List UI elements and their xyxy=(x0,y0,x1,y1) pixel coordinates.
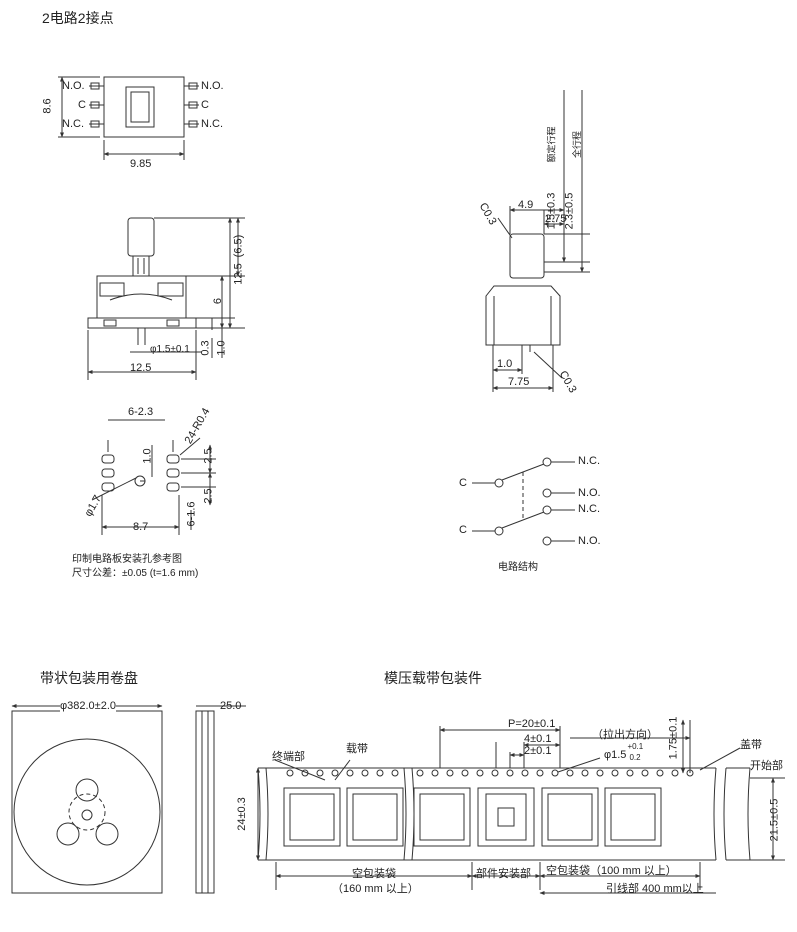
top-pin-label-no-left: N.O. xyxy=(62,80,85,92)
dim-side-10: 1.0 xyxy=(215,340,228,356)
dim-pcb-10: 1.0 xyxy=(141,448,154,464)
dim-side-6: 6 xyxy=(212,297,225,305)
tape-d24: 24±0.3 xyxy=(235,797,248,831)
pcb-tolerance: 尺寸公差：±0.05 (t=1.6 mm) xyxy=(72,568,199,579)
dim-pcb-623: 6-2.3 xyxy=(128,406,154,418)
tape-start-label: 开始部 xyxy=(750,760,783,772)
tape-title: 模压载带包装件 xyxy=(384,670,482,686)
top-pin-label-nc-right: N.C. xyxy=(201,118,223,130)
circuit-diagram xyxy=(472,457,575,546)
tape-hole-tol-down: 0.2 xyxy=(629,753,641,762)
page-title: 2电路2接点 xyxy=(42,10,114,26)
dim-pcb-616: 6-1.6 xyxy=(185,501,198,527)
tape-hole: φ1.5+0.1 0.2 xyxy=(604,742,643,762)
tape-empty-left-length: （160 mm 以上） xyxy=(332,883,419,895)
dim-side-width: 12.5 xyxy=(130,362,152,374)
pcb-hole-drawing xyxy=(91,419,216,535)
dim-right-15: 1.5±0.3 xyxy=(545,192,558,230)
tape-lead: 引线部 400 mm以上 xyxy=(606,883,704,895)
circuit-no-1: N.O. xyxy=(578,487,601,499)
tape-hole-tol-up: +0.1 xyxy=(627,742,644,751)
right-view-drawing xyxy=(485,90,590,392)
dim-side-hole: φ1.5±0.1 xyxy=(150,344,190,355)
tape-carrier-label: 载带 xyxy=(346,743,368,755)
circuit-no-2: N.O. xyxy=(578,535,601,547)
top-pin-label-c-left: C xyxy=(78,99,86,111)
dim-pcb-87: 8.7 xyxy=(133,521,149,533)
tape-pockets xyxy=(283,787,662,847)
tape-mount: 部件安装部 xyxy=(476,868,531,880)
label-rated-stroke: 额定行程 xyxy=(546,126,557,163)
sprocket-holes xyxy=(286,769,694,777)
tape-empty-right: 空包装袋（100 mm 以上） xyxy=(546,865,677,877)
top-view-drawing xyxy=(58,76,199,160)
circuit-caption: 电路结构 xyxy=(498,562,538,573)
reel-diameter: φ382.0±2.0 xyxy=(60,700,116,712)
dim-side-03: 0.3 xyxy=(199,340,212,356)
tape-empty-left: 空包装袋 xyxy=(352,868,396,880)
dim-right-275: 2.75 xyxy=(545,213,567,225)
dim-right-23: 2.3±0.5 xyxy=(563,192,576,230)
reel-width: 25.0 xyxy=(220,700,242,712)
tape-d215: 21.5±0.5 xyxy=(768,798,781,842)
tape-hole-dia: φ1.5 xyxy=(604,749,627,761)
tape-cover-label: 盖带 xyxy=(740,739,762,751)
label-full-stroke: 全行程 xyxy=(572,130,583,159)
pcb-caption: 印制电路板安装孔参考图 xyxy=(72,554,182,565)
dim-right-1: 1.0 xyxy=(497,358,513,370)
dim-right-775: 7.75 xyxy=(508,376,530,388)
reel-title: 带状包装用卷盘 xyxy=(40,670,138,686)
dim-pcb-25b: 2.5 xyxy=(202,488,215,504)
circuit-nc-2: N.C. xyxy=(578,503,600,515)
dim-top-width: 9.85 xyxy=(130,158,152,170)
tape-d4: 4±0.1 xyxy=(524,733,552,745)
top-pin-label-c-right: C xyxy=(201,99,209,111)
dim-pcb-25a: 2.5 xyxy=(202,448,215,464)
tape-pitch: P=20±0.1 xyxy=(508,718,556,730)
tape-d2: 2±0.1 xyxy=(524,745,552,757)
dim-top-height: 8.6 xyxy=(41,98,54,114)
circuit-c-2: C xyxy=(459,524,467,536)
circuit-nc-1: N.C. xyxy=(578,455,600,467)
dim-side-125-v: 12.5 xyxy=(232,263,245,285)
side-view-drawing xyxy=(87,217,245,380)
top-pin-label-no-right: N.O. xyxy=(201,80,224,92)
tape-d175: 1.75±0.1 xyxy=(667,716,680,760)
dim-side-65: (6.5) xyxy=(232,234,245,258)
tape-pull-direction: （拉出方向） xyxy=(592,729,658,741)
dim-right-49: 4.9 xyxy=(518,199,534,211)
circuit-c-1: C xyxy=(459,477,467,489)
top-pin-label-nc-left: N.C. xyxy=(62,118,84,130)
tape-end-label: 终端部 xyxy=(272,751,305,763)
reel-drawing xyxy=(11,704,246,894)
carrier-tape-drawing xyxy=(256,719,785,895)
